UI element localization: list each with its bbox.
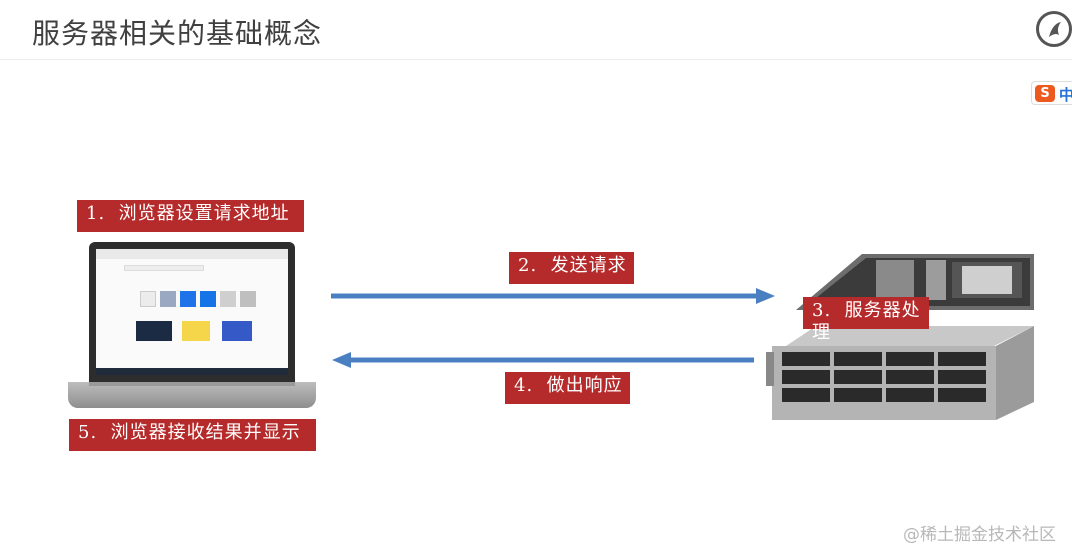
- request-arrow: [331, 288, 775, 304]
- step-5-label: 5. 浏览器接收结果并显示: [69, 419, 316, 451]
- step-1-label: 1. 浏览器设置请求地址: [77, 200, 304, 232]
- step-3-label: 3. 服务器处理: [803, 297, 929, 329]
- watermark-text: @稀土掘金技术社区: [903, 520, 1056, 545]
- step-4-label: 4. 做出响应: [505, 372, 630, 404]
- response-arrow: [332, 352, 754, 368]
- step-2-label: 2. 发送请求: [509, 252, 634, 284]
